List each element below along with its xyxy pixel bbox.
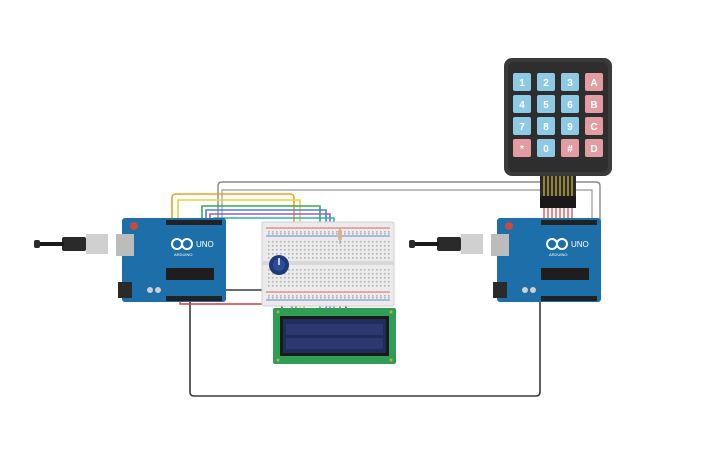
keypad-key-1[interactable]: 1 — [513, 73, 531, 91]
keypad-key-label: B — [590, 100, 597, 111]
chip-left — [166, 268, 214, 280]
board-model-right: UNO — [571, 240, 589, 249]
wire-gray-top-1[interactable] — [217, 181, 601, 296]
keypad-key-label: 7 — [519, 122, 525, 133]
keypad-key-label: 1 — [519, 78, 525, 89]
arduino-uno-left[interactable]: UNO ARDUINO — [34, 218, 226, 302]
keypad-key-label: 2 — [543, 78, 549, 89]
keypad-key-label: 8 — [543, 122, 549, 133]
keypad-key-b[interactable]: B — [585, 95, 603, 113]
resistor[interactable] — [338, 228, 342, 244]
wire-yellow[interactable] — [177, 199, 301, 240]
keypad-key-label: 5 — [543, 100, 549, 111]
keypad-key-0[interactable]: 0 — [537, 139, 555, 157]
keypad-key-8[interactable]: 8 — [537, 117, 555, 135]
board-brand-right: ARDUINO — [549, 252, 567, 257]
arduino-uno-right[interactable]: UNO ARDUINO — [409, 218, 601, 302]
wire-orange[interactable] — [171, 193, 295, 240]
power-jack-left — [118, 282, 132, 298]
lcd-16x2[interactable] — [273, 308, 396, 364]
keypad-key-star[interactable]: * — [513, 139, 531, 157]
keypad-key-label: C — [590, 122, 597, 133]
keypad-key-hash[interactable]: # — [561, 139, 579, 157]
keypad-key-4[interactable]: 4 — [513, 95, 531, 113]
wire-black-bottom-loop[interactable] — [189, 296, 541, 397]
board-brand-left: ARDUINO — [174, 252, 192, 257]
keypad-key-label: 9 — [567, 122, 573, 133]
keypad-key-label: 4 — [519, 100, 525, 111]
keypad-key-label: 6 — [567, 100, 573, 111]
keypad-key-c[interactable]: C — [585, 117, 603, 135]
keypad-key-label: 0 — [543, 144, 549, 155]
keypad-key-a[interactable]: A — [585, 73, 603, 91]
keypad-key-label: D — [590, 144, 597, 155]
keypad-key-6[interactable]: 6 — [561, 95, 579, 113]
keypad-key-2[interactable]: 2 — [537, 73, 555, 91]
keypad-header — [540, 196, 576, 208]
keypad-key-label: * — [520, 144, 524, 155]
reset-button-right[interactable] — [505, 222, 513, 230]
breadboard[interactable] — [261, 221, 395, 307]
usb-cable-left — [34, 234, 108, 254]
reset-button-left[interactable] — [130, 222, 138, 230]
power-jack-right — [493, 282, 507, 298]
keypad-key-label: 3 — [567, 78, 573, 89]
potentiometer[interactable] — [269, 255, 289, 275]
usb-cable-right — [409, 234, 483, 254]
board-model-left: UNO — [196, 240, 214, 249]
keypad-key-5[interactable]: 5 — [537, 95, 555, 113]
usb-port-right — [491, 234, 509, 256]
usb-port-left — [116, 234, 134, 256]
keypad-4x4[interactable]: 1 2 3 A 4 5 6 B 7 8 9 C * 0 # D — [504, 58, 612, 208]
keypad-key-label: A — [590, 78, 597, 89]
keypad-key-d[interactable]: D — [585, 139, 603, 157]
keypad-key-3[interactable]: 3 — [561, 73, 579, 91]
keypad-key-7[interactable]: 7 — [513, 117, 531, 135]
keypad-key-label: # — [567, 144, 573, 155]
keypad-key-9[interactable]: 9 — [561, 117, 579, 135]
chip-right — [541, 268, 589, 280]
